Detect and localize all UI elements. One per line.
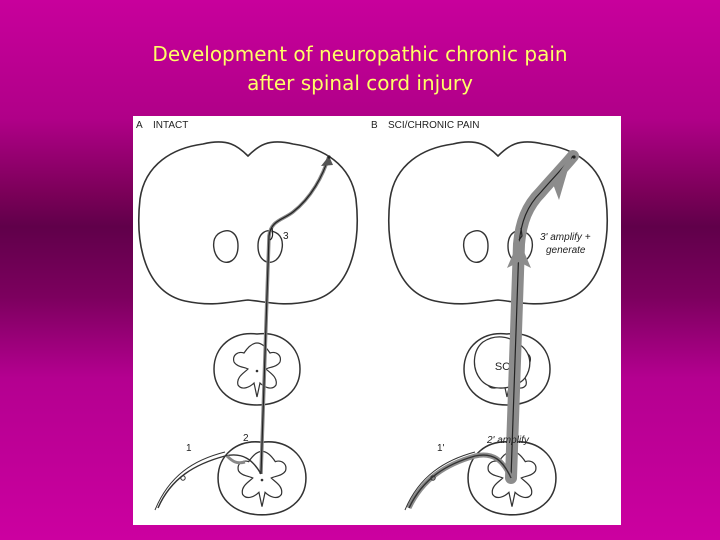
pathway-shadow-a — [261, 156, 329, 474]
title-line-1: Development of neuropathic chronic pain — [0, 40, 720, 69]
panel-a-letter: A — [136, 120, 143, 131]
label-2: 2 — [243, 433, 249, 444]
panel-a-title: INTACT — [153, 120, 188, 131]
panel-b-title: SCI/CHRONIC PAIN — [388, 120, 480, 131]
peripheral-afferent-a — [158, 455, 261, 508]
slide-title: Development of neuropathic chronic pain … — [0, 40, 720, 98]
panel-b-letter: B — [371, 120, 378, 131]
label-1-prime: 1' — [437, 443, 445, 454]
spinal-cord-section-a — [214, 334, 300, 405]
peripheral-afferent-shadow-b — [409, 455, 511, 508]
panel-a: A INTACT 3 2 1 — [136, 120, 357, 515]
label-2-prime: 2' amplify — [486, 435, 530, 446]
label-1: 1 — [186, 443, 192, 454]
label-3-prime-line1: 3' amplify + — [540, 232, 591, 243]
brain-outline-b — [389, 142, 607, 304]
label-3-prime-line2: generate — [546, 245, 586, 256]
panel-b: B SCI/CHRONIC PAIN SCI 3' amplify + gene… — [371, 120, 607, 515]
amplified-pathway-b — [511, 156, 573, 478]
title-line-2: after spinal cord injury — [0, 69, 720, 98]
label-3: 3 — [283, 231, 289, 242]
pain-pathway-figure: A INTACT 3 2 1 B SCI/CHRONIC PAIN SCI — [133, 116, 621, 525]
spinothalamic-pathway-a — [261, 156, 329, 474]
